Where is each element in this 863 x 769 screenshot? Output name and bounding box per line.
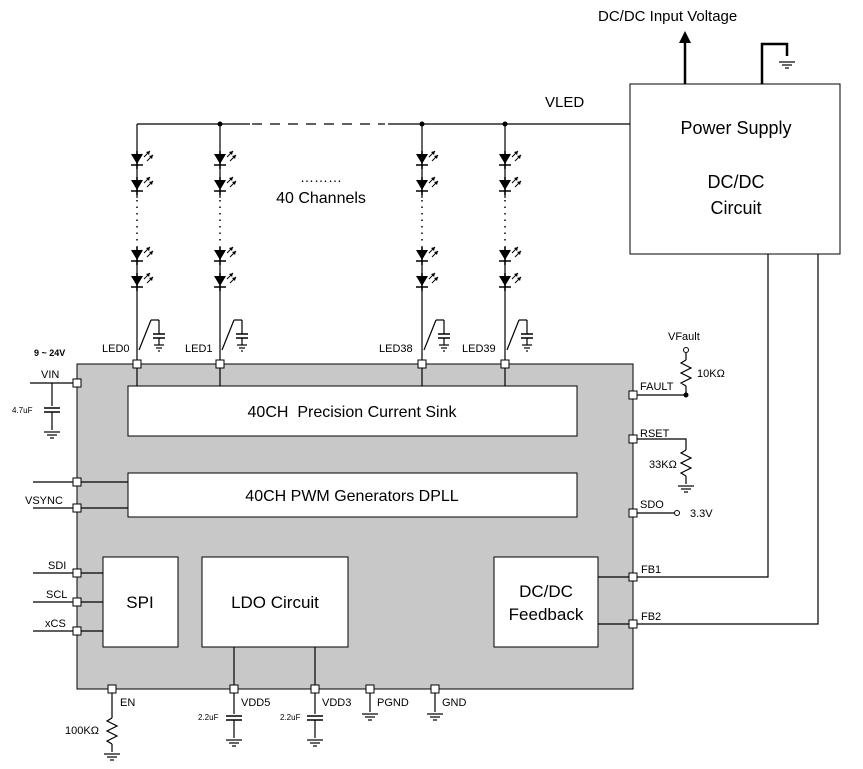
channels-label: 40 Channels <box>276 190 366 207</box>
ldo-block <box>201 556 349 648</box>
pgnd-pin-label: PGND <box>377 697 409 709</box>
feedback-label-1: DC/DC <box>519 582 573 601</box>
led-string-38 <box>415 124 451 360</box>
vin-pin-label: VIN <box>41 369 59 381</box>
led-string-1 <box>213 124 249 360</box>
feedback-block <box>493 556 599 648</box>
ground-icon <box>778 61 796 69</box>
vled-label: VLED <box>545 94 584 111</box>
vdd5-pin-label: VDD5 <box>241 697 270 709</box>
pwm-block <box>127 472 578 518</box>
ldo-label: LDO Circuit <box>231 593 319 612</box>
fb2-pin-label: FB2 <box>641 611 661 623</box>
xcs-pin-label: xCS <box>45 618 66 630</box>
power-supply-title: Power Supply <box>680 118 791 138</box>
rset-resistor-label: 33KΩ <box>649 459 677 471</box>
up-arrow-icon <box>679 31 691 43</box>
en-pin-label: EN <box>120 697 135 709</box>
channels-dots: ……… <box>300 169 342 185</box>
led-string-0 <box>130 124 166 360</box>
fault-pin-label: FAULT <box>640 381 674 393</box>
vfault-label: VFault <box>668 331 700 343</box>
power-supply-circuit: Circuit <box>710 198 761 218</box>
rset-pin-label: RSET <box>640 428 670 440</box>
led39-pin-label: LED39 <box>462 343 496 355</box>
power-supply-block <box>629 83 841 255</box>
vin-cap-label: 4.7uF <box>12 406 33 415</box>
pwm-label: 40CH PWM Generators DPLL <box>245 488 459 505</box>
feedback-label-2: Feedback <box>509 605 584 624</box>
current-sink-block <box>127 385 578 437</box>
led38-pin-label: LED38 <box>379 343 413 355</box>
sdo-pin-label: SDO <box>640 499 664 511</box>
fb1-pin-label: FB1 <box>641 564 661 576</box>
gnd-pin-label: GND <box>442 697 467 709</box>
sdo-voltage-label: 3.3V <box>690 508 713 520</box>
sdi-pin-label: SDI <box>48 560 66 572</box>
spi-block <box>102 556 179 648</box>
vin-range-label: 9 ~ 24V <box>34 348 65 358</box>
vdd5-cap-label: 2.2uF <box>198 713 219 722</box>
en-resistor-label: 100KΩ <box>65 725 99 737</box>
current-sink-label: 40CH Precision Current Sink <box>248 404 458 421</box>
fault-resistor-label: 10KΩ <box>697 368 725 380</box>
input-voltage-label: DC/DC Input Voltage <box>598 8 737 25</box>
power-supply-dcdc: DC/DC <box>708 172 765 192</box>
vsync-pin-label: VSYNC <box>25 495 63 507</box>
vdd3-pin-label: VDD3 <box>322 697 351 709</box>
vdd3-cap-label: 2.2uF <box>280 713 301 722</box>
led0-pin-label: LED0 <box>102 343 130 355</box>
led-string-39 <box>498 124 534 360</box>
led1-pin-label: LED1 <box>185 343 213 355</box>
scl-pin-label: SCL <box>46 589 67 601</box>
spi-label: SPI <box>126 593 153 612</box>
